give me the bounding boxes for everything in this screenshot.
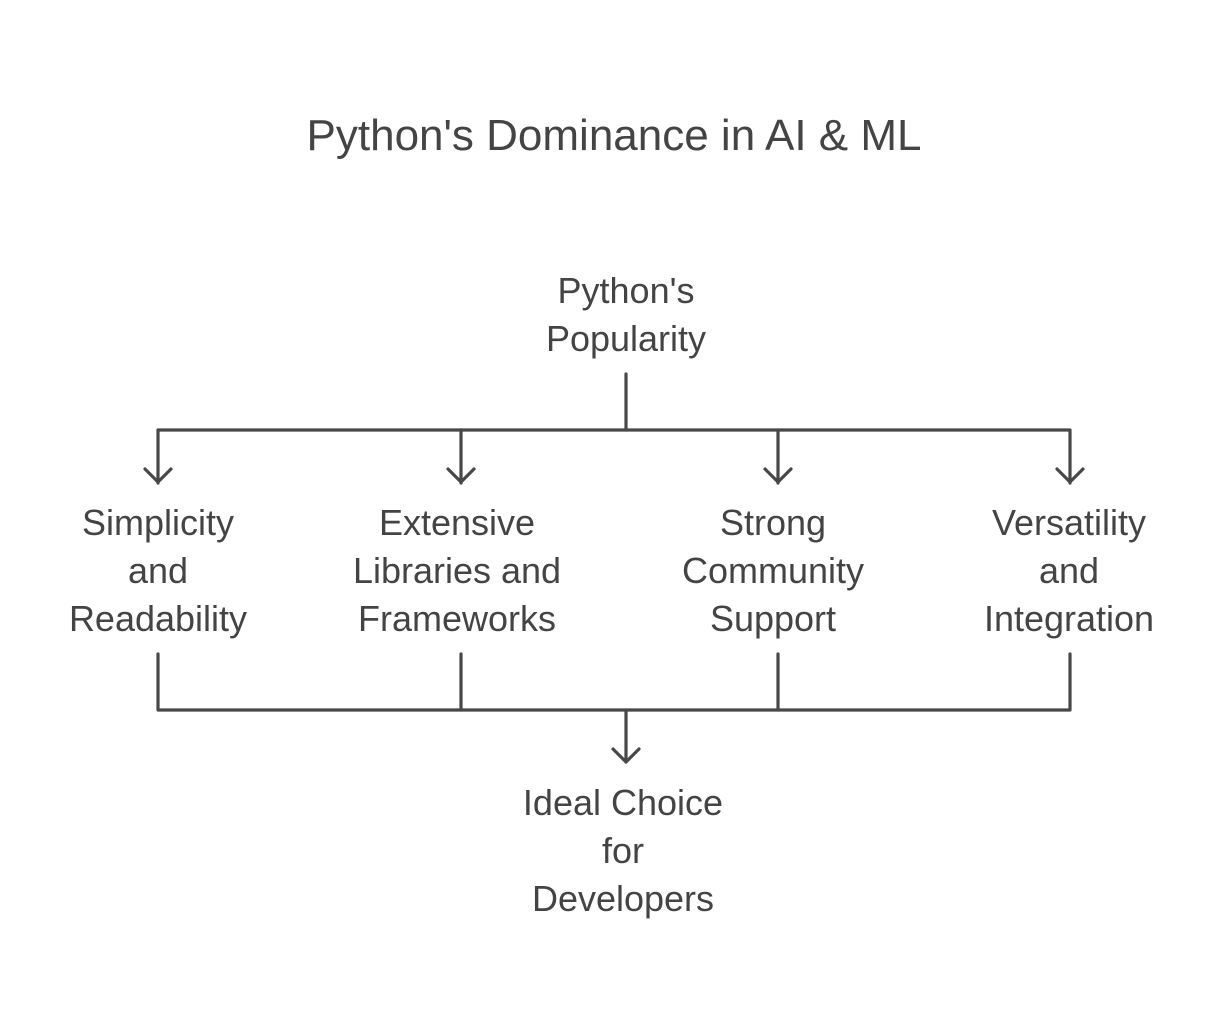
outcome-label-line: Ideal Choice bbox=[523, 782, 723, 823]
outcome-node: Ideal Choice for Developers bbox=[523, 782, 723, 919]
arrowhead-icon bbox=[1055, 467, 1085, 484]
factor-node-simplicity: Simplicity and Readability bbox=[69, 502, 247, 639]
arrowhead-icon bbox=[611, 747, 641, 764]
bottom-connectors bbox=[156, 652, 1072, 764]
factor-label-line: Integration bbox=[984, 598, 1154, 639]
factor-node-versatility: Versatility and Integration bbox=[984, 502, 1154, 639]
arrowhead-icon bbox=[763, 467, 793, 484]
factor-label-line: Community bbox=[682, 550, 864, 591]
factor-node-libraries: Extensive Libraries and Frameworks bbox=[353, 502, 561, 639]
outcome-label-line: Developers bbox=[532, 878, 714, 919]
root-label-line: Popularity bbox=[546, 318, 706, 359]
root-node: Python's Popularity bbox=[546, 270, 706, 359]
factor-label-line: Strong bbox=[720, 502, 826, 543]
factor-label-line: Support bbox=[710, 598, 836, 639]
branch-bar bbox=[156, 428, 1072, 485]
factor-label-line: Simplicity bbox=[82, 502, 234, 543]
factor-label-line: Readability bbox=[69, 598, 247, 639]
merge-bar bbox=[156, 652, 1072, 712]
factor-node-community: Strong Community Support bbox=[682, 502, 864, 639]
root-label-line: Python's bbox=[558, 270, 695, 311]
factor-label-line: and bbox=[1039, 550, 1099, 591]
diagram-title: Python's Dominance in AI & ML bbox=[307, 111, 922, 160]
outcome-label-line: for bbox=[602, 830, 644, 871]
factor-label-line: Libraries and bbox=[353, 550, 561, 591]
factor-label-line: Versatility bbox=[992, 502, 1146, 543]
arrowhead-icon bbox=[446, 467, 476, 484]
factor-label-line: Frameworks bbox=[358, 598, 556, 639]
top-connectors bbox=[143, 372, 1085, 485]
arrowhead-icon bbox=[143, 467, 173, 484]
factor-label-line: and bbox=[128, 550, 188, 591]
factor-label-line: Extensive bbox=[379, 502, 535, 543]
